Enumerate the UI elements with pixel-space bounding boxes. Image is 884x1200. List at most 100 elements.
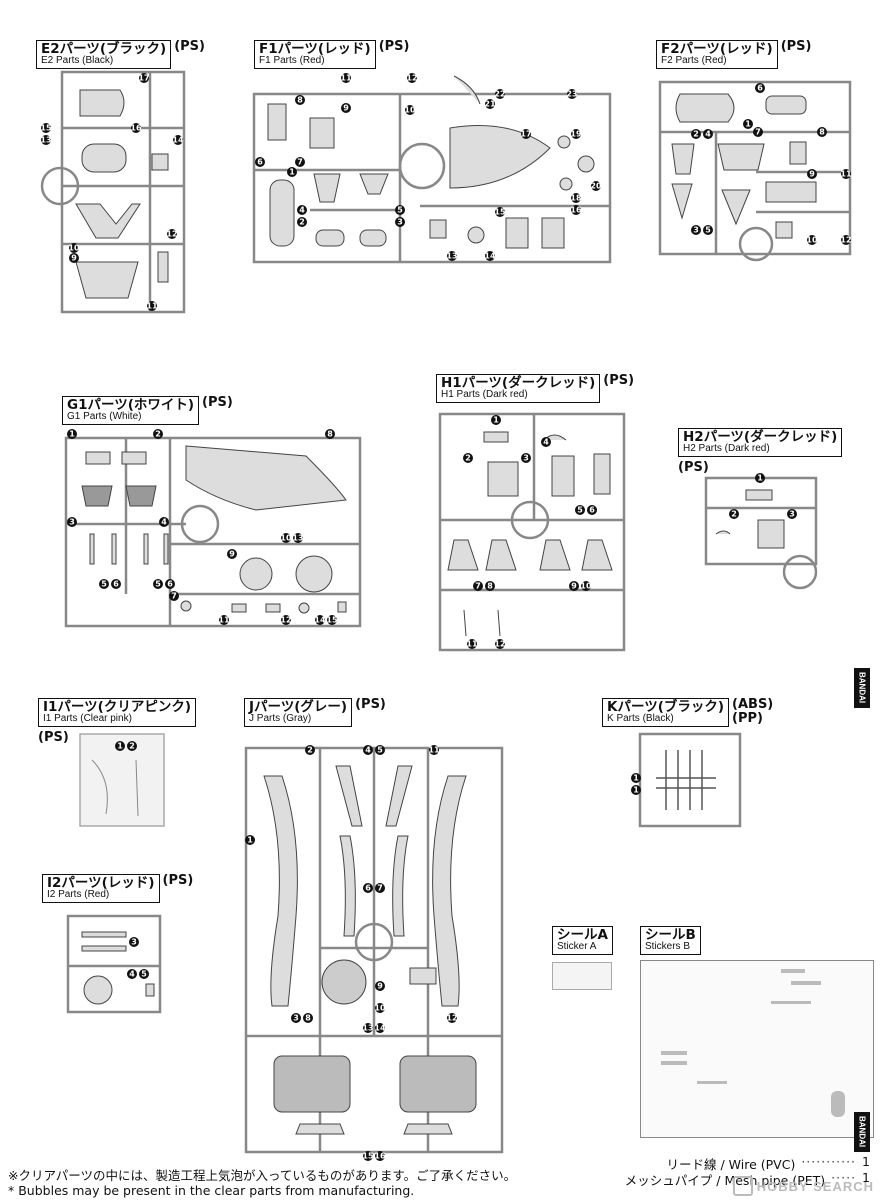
runner-i2-material: (PS) bbox=[162, 873, 194, 888]
runner-f1-drawing: 11 12 8 9 10 6 7 1 4 2 5 3 22 21 23 17 1… bbox=[250, 70, 620, 270]
runner-e2-part-number: 9 bbox=[71, 254, 77, 263]
runner-i1-label: I1パーツ(クリアピンク) I1 Parts (Clear pink) bbox=[38, 698, 196, 727]
runner-f2-drawing: 6 2 4 1 7 8 9 11 3 5 10 12 bbox=[656, 72, 856, 272]
runner-f2-part-number: 12 bbox=[840, 236, 851, 245]
runner-f2-part-number: 3 bbox=[693, 226, 699, 235]
runner-h1-material: (PS) bbox=[603, 373, 635, 388]
runner-h1-part-number: 1 bbox=[493, 416, 499, 425]
sticker-a-label: シールA Sticker A bbox=[552, 926, 613, 955]
runner-f1-part-number: 3 bbox=[397, 218, 403, 227]
runner-e2-part-number: 12 bbox=[166, 230, 177, 239]
runner-h2-subtitle: H2 Parts (Dark red) bbox=[683, 443, 770, 455]
runner-h2-svg: 1 2 3 bbox=[704, 473, 818, 590]
runner-i2-part-number: 4 bbox=[129, 970, 135, 979]
runner-f1-part-number: 5 bbox=[397, 206, 403, 215]
extra-wire-qty: 1 bbox=[862, 1154, 870, 1169]
runner-i2-subtitle: I2 Parts (Red) bbox=[47, 889, 110, 901]
runner-i2-part-number: 3 bbox=[131, 938, 137, 947]
runner-g1-part-number: 8 bbox=[327, 430, 333, 439]
runner-f1-part-number: 6 bbox=[257, 158, 263, 167]
runner-e2-part-number: 11 bbox=[146, 302, 158, 311]
runner-h1-svg: 1 4 2 3 5 6 7 8 9 10 11 12 bbox=[438, 412, 626, 652]
runner-j-part-number: 3 bbox=[293, 1014, 299, 1023]
extra-wire-label: リード線 / Wire (PVC) bbox=[666, 1157, 796, 1172]
runner-g1-part-number: 7 bbox=[171, 592, 177, 601]
runner-e2-subtitle: E2 Parts (Black) bbox=[41, 55, 114, 67]
runner-i1-part-number: 2 bbox=[129, 742, 135, 751]
sticker-a-sheet bbox=[552, 962, 612, 990]
extra-mesh-label: メッシュパイプ / Mesh pipe (PET) bbox=[624, 1173, 826, 1188]
extra-mesh-pipe: メッシュパイプ / Mesh pipe (PET) ····· 1 bbox=[625, 1170, 870, 1189]
runner-g1-drawing: 1 2 8 3 4 9 10 13 5 6 5 6 7 11 12 14 15 bbox=[60, 424, 370, 632]
runner-h1-label: H1パーツ(ダークレッド) H1 Parts (Dark red) (PS) bbox=[436, 373, 635, 403]
runner-f1-subtitle: F1 Parts (Red) bbox=[259, 55, 325, 67]
runner-h1-part-markers: 1 4 2 3 5 6 7 8 9 10 11 12 bbox=[463, 415, 597, 649]
runner-f2-label: F2パーツ(レッド) F2 Parts (Red) (PS) bbox=[656, 39, 812, 69]
sticker-b-label: シールB Stickers B bbox=[640, 926, 701, 955]
runner-g1-part-number: 9 bbox=[229, 550, 235, 559]
runner-f1-label: F1パーツ(レッド) F1 Parts (Red) (PS) bbox=[254, 39, 409, 69]
runner-i2-drawing: 3 4 5 bbox=[62, 910, 168, 1020]
runner-f2-part-number: 2 bbox=[693, 130, 699, 139]
runner-e2-material: (PS) bbox=[174, 39, 205, 54]
runner-k-part-number: 1 bbox=[633, 774, 639, 783]
runner-j-drawing: 2 4 5 11 1 6 7 9 3 8 10 12 13 14 15 16 bbox=[240, 736, 510, 1164]
runner-f2-part-number: 6 bbox=[757, 84, 763, 93]
runner-i1-svg: 1 2 bbox=[79, 733, 165, 827]
runner-g1-part-number: 13 bbox=[292, 534, 303, 543]
runner-g1-part-number: 12 bbox=[280, 616, 291, 625]
runner-k-material-2: (PP) bbox=[732, 711, 763, 727]
runner-e2-svg: 17 15 16 13 14 12 10 9 11 bbox=[40, 70, 186, 314]
runner-f1-part-number: 23 bbox=[566, 90, 577, 99]
runner-j-part-number: 4 bbox=[365, 746, 371, 755]
runner-j-part-number: 7 bbox=[377, 884, 383, 893]
runner-g1-part-number: 3 bbox=[69, 518, 75, 527]
runner-f2-part-markers: 6 2 4 1 7 8 9 11 3 5 10 12 bbox=[691, 83, 852, 245]
runner-i1-title: I1パーツ(クリアピンク) bbox=[43, 699, 191, 715]
runner-j-part-number: 9 bbox=[377, 982, 383, 991]
runner-f2-part-number: 1 bbox=[745, 120, 751, 129]
runner-g1-part-number: 15 bbox=[326, 616, 338, 625]
runner-f2-svg: 6 2 4 1 7 8 9 11 3 5 10 12 bbox=[658, 80, 852, 262]
runner-e2-part-number: 15 bbox=[40, 124, 52, 133]
extra-mesh-qty: 1 bbox=[862, 1170, 870, 1185]
runner-j-part-number: 11 bbox=[428, 746, 440, 755]
runner-h1-part-number: 2 bbox=[465, 454, 471, 463]
runner-f2-title: F2パーツ(レッド) bbox=[661, 41, 773, 57]
footnote-jp: ※クリアパーツの中には、製造工程上気泡が入っているものがあります。ご了承ください… bbox=[8, 1168, 517, 1183]
runner-h1-part-number: 4 bbox=[543, 438, 549, 447]
runner-k-material: (ABS) bbox=[732, 697, 774, 712]
runner-j-part-number: 14 bbox=[374, 1024, 386, 1033]
sticker-b-sheet bbox=[640, 960, 874, 1138]
runner-i1-subtitle: I1 Parts (Clear pink) bbox=[43, 713, 132, 725]
runner-j-part-number: 15 bbox=[362, 1152, 374, 1161]
runner-e2-title: E2パーツ(ブラック) bbox=[41, 41, 167, 57]
runner-f2-part-number: 10 bbox=[806, 236, 818, 245]
runner-g1-part-number: 5 bbox=[155, 580, 161, 589]
runner-f1-part-number: 12 bbox=[406, 74, 417, 83]
runner-g1-part-number: 4 bbox=[161, 518, 167, 527]
extra-mesh-leader: ····· bbox=[831, 1170, 857, 1185]
runner-f1-part-number: 13 bbox=[446, 252, 457, 261]
runner-g1-part-number: 5 bbox=[101, 580, 107, 589]
runner-f1-part-number: 9 bbox=[343, 104, 349, 113]
runner-f2-part-number: 11 bbox=[840, 170, 852, 179]
runner-h1-part-number: 6 bbox=[589, 506, 595, 515]
runner-k-title: Kパーツ(ブラック) bbox=[607, 699, 725, 715]
runner-f1-part-number: 18 bbox=[570, 194, 582, 203]
runner-f2-material: (PS) bbox=[780, 39, 812, 54]
runner-e2-part-number: 17 bbox=[138, 74, 149, 83]
runner-j-material: (PS) bbox=[355, 697, 386, 712]
runner-g1-part-number: 14 bbox=[314, 616, 326, 625]
runner-f1-part-number: 8 bbox=[297, 96, 303, 105]
runner-e2-part-number: 16 bbox=[130, 124, 142, 133]
runner-f2-part-number: 4 bbox=[705, 130, 711, 139]
runner-f1-svg: 11 12 8 9 10 6 7 1 4 2 5 3 22 21 23 17 1… bbox=[252, 73, 612, 264]
runner-g1-part-number: 6 bbox=[167, 580, 173, 589]
extra-wire-leader: ··········· bbox=[801, 1154, 857, 1169]
runner-f1-part-number: 10 bbox=[404, 106, 416, 115]
runner-f1-part-number: 2 bbox=[299, 218, 305, 227]
runner-k-svg: 1 1 bbox=[631, 732, 742, 828]
runner-f1-part-number: 7 bbox=[297, 158, 303, 167]
runner-j-title: Jパーツ(グレー) bbox=[249, 699, 348, 715]
